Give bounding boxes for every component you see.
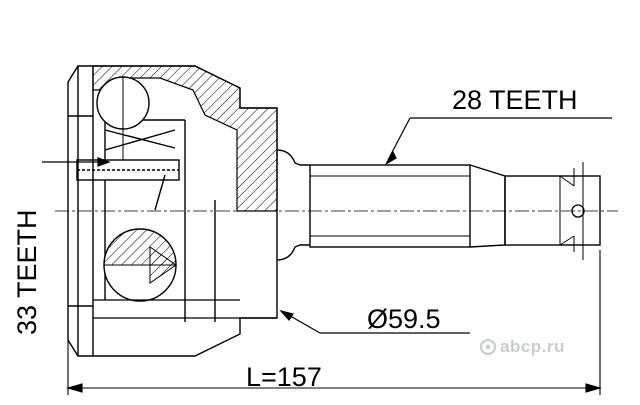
label-33-teeth: 33 TEETH <box>12 209 42 335</box>
shaft <box>309 162 601 260</box>
inner-race <box>76 119 216 322</box>
leader-28-teeth <box>385 117 612 165</box>
watermark-text: abcp.ru <box>500 337 565 356</box>
leader-diameter <box>279 309 470 334</box>
leader-33-teeth <box>42 157 111 167</box>
label-diameter: Ø59.5 <box>367 304 441 334</box>
lower-ball <box>103 228 177 302</box>
label-length: L=157 <box>246 362 322 392</box>
label-28-teeth: 28 TEETH <box>452 85 578 115</box>
upper-ball <box>96 76 150 160</box>
dim-length <box>65 250 603 395</box>
watermark-icon <box>479 338 497 356</box>
